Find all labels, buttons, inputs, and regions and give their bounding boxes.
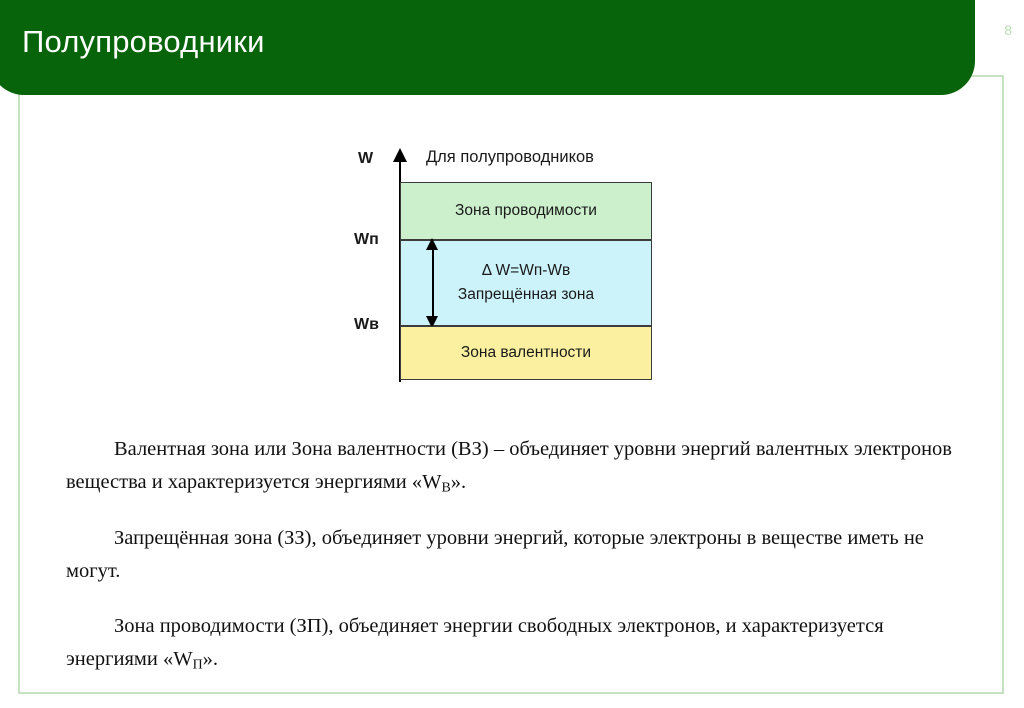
gap-arrow-line	[432, 244, 434, 322]
band-forbidden-gap: Δ W=Wп-Wв Запрещённая зона	[400, 240, 652, 326]
paragraph-valence-band-subscript: В	[441, 480, 451, 496]
page-number: 8	[1004, 22, 1012, 38]
slide-header-banner: Полупроводники	[0, 0, 975, 95]
paragraph-valence-band-text: Валентная зона или Зона валентности (ВЗ)…	[66, 437, 952, 493]
paragraph-forbidden-gap-text: Запрещённая зона (ЗЗ), объединяет уровни…	[66, 526, 924, 582]
paragraph-conduction-band-subscript: П	[192, 657, 203, 673]
paragraph-valence-band-tail: ».	[450, 470, 467, 493]
paragraph-conduction-band: Зона проводимости (ЗП), объединяет энерг…	[66, 610, 962, 677]
page-title: Полупроводники	[22, 24, 265, 59]
paragraph-conduction-band-tail: ».	[202, 648, 219, 671]
paragraph-conduction-band-text: Зона проводимости (ЗП), объединяет энерг…	[66, 615, 884, 671]
band-conduction: Зона проводимости	[400, 182, 652, 240]
body-text-block: Валентная зона или Зона валентности (ВЗ)…	[66, 412, 962, 677]
band-valence-label: Зона валентности	[460, 344, 592, 361]
energy-band-diagram: Для полупроводников W Wп Wв Зона проводи…	[348, 144, 668, 389]
band-gap-label: Запрещённая зона	[457, 286, 595, 303]
diagram-caption: Для полупроводников	[426, 148, 594, 166]
energy-tick-wp: Wп	[354, 231, 379, 248]
axis-label-energy: W	[358, 150, 374, 167]
paragraph-valence-band: Валентная зона или Зона валентности (ВЗ)…	[66, 433, 962, 500]
energy-tick-wv: Wв	[354, 316, 379, 333]
gap-arrow-down-icon	[426, 316, 438, 328]
band-gap-formula: Δ W=Wп-Wв	[481, 261, 571, 279]
axis-arrow-icon	[393, 148, 407, 162]
band-valence: Зона валентности	[400, 326, 652, 380]
band-conduction-label: Зона проводимости	[455, 202, 597, 219]
paragraph-forbidden-gap: Запрещённая зона (ЗЗ), объединяет уровни…	[66, 522, 962, 588]
